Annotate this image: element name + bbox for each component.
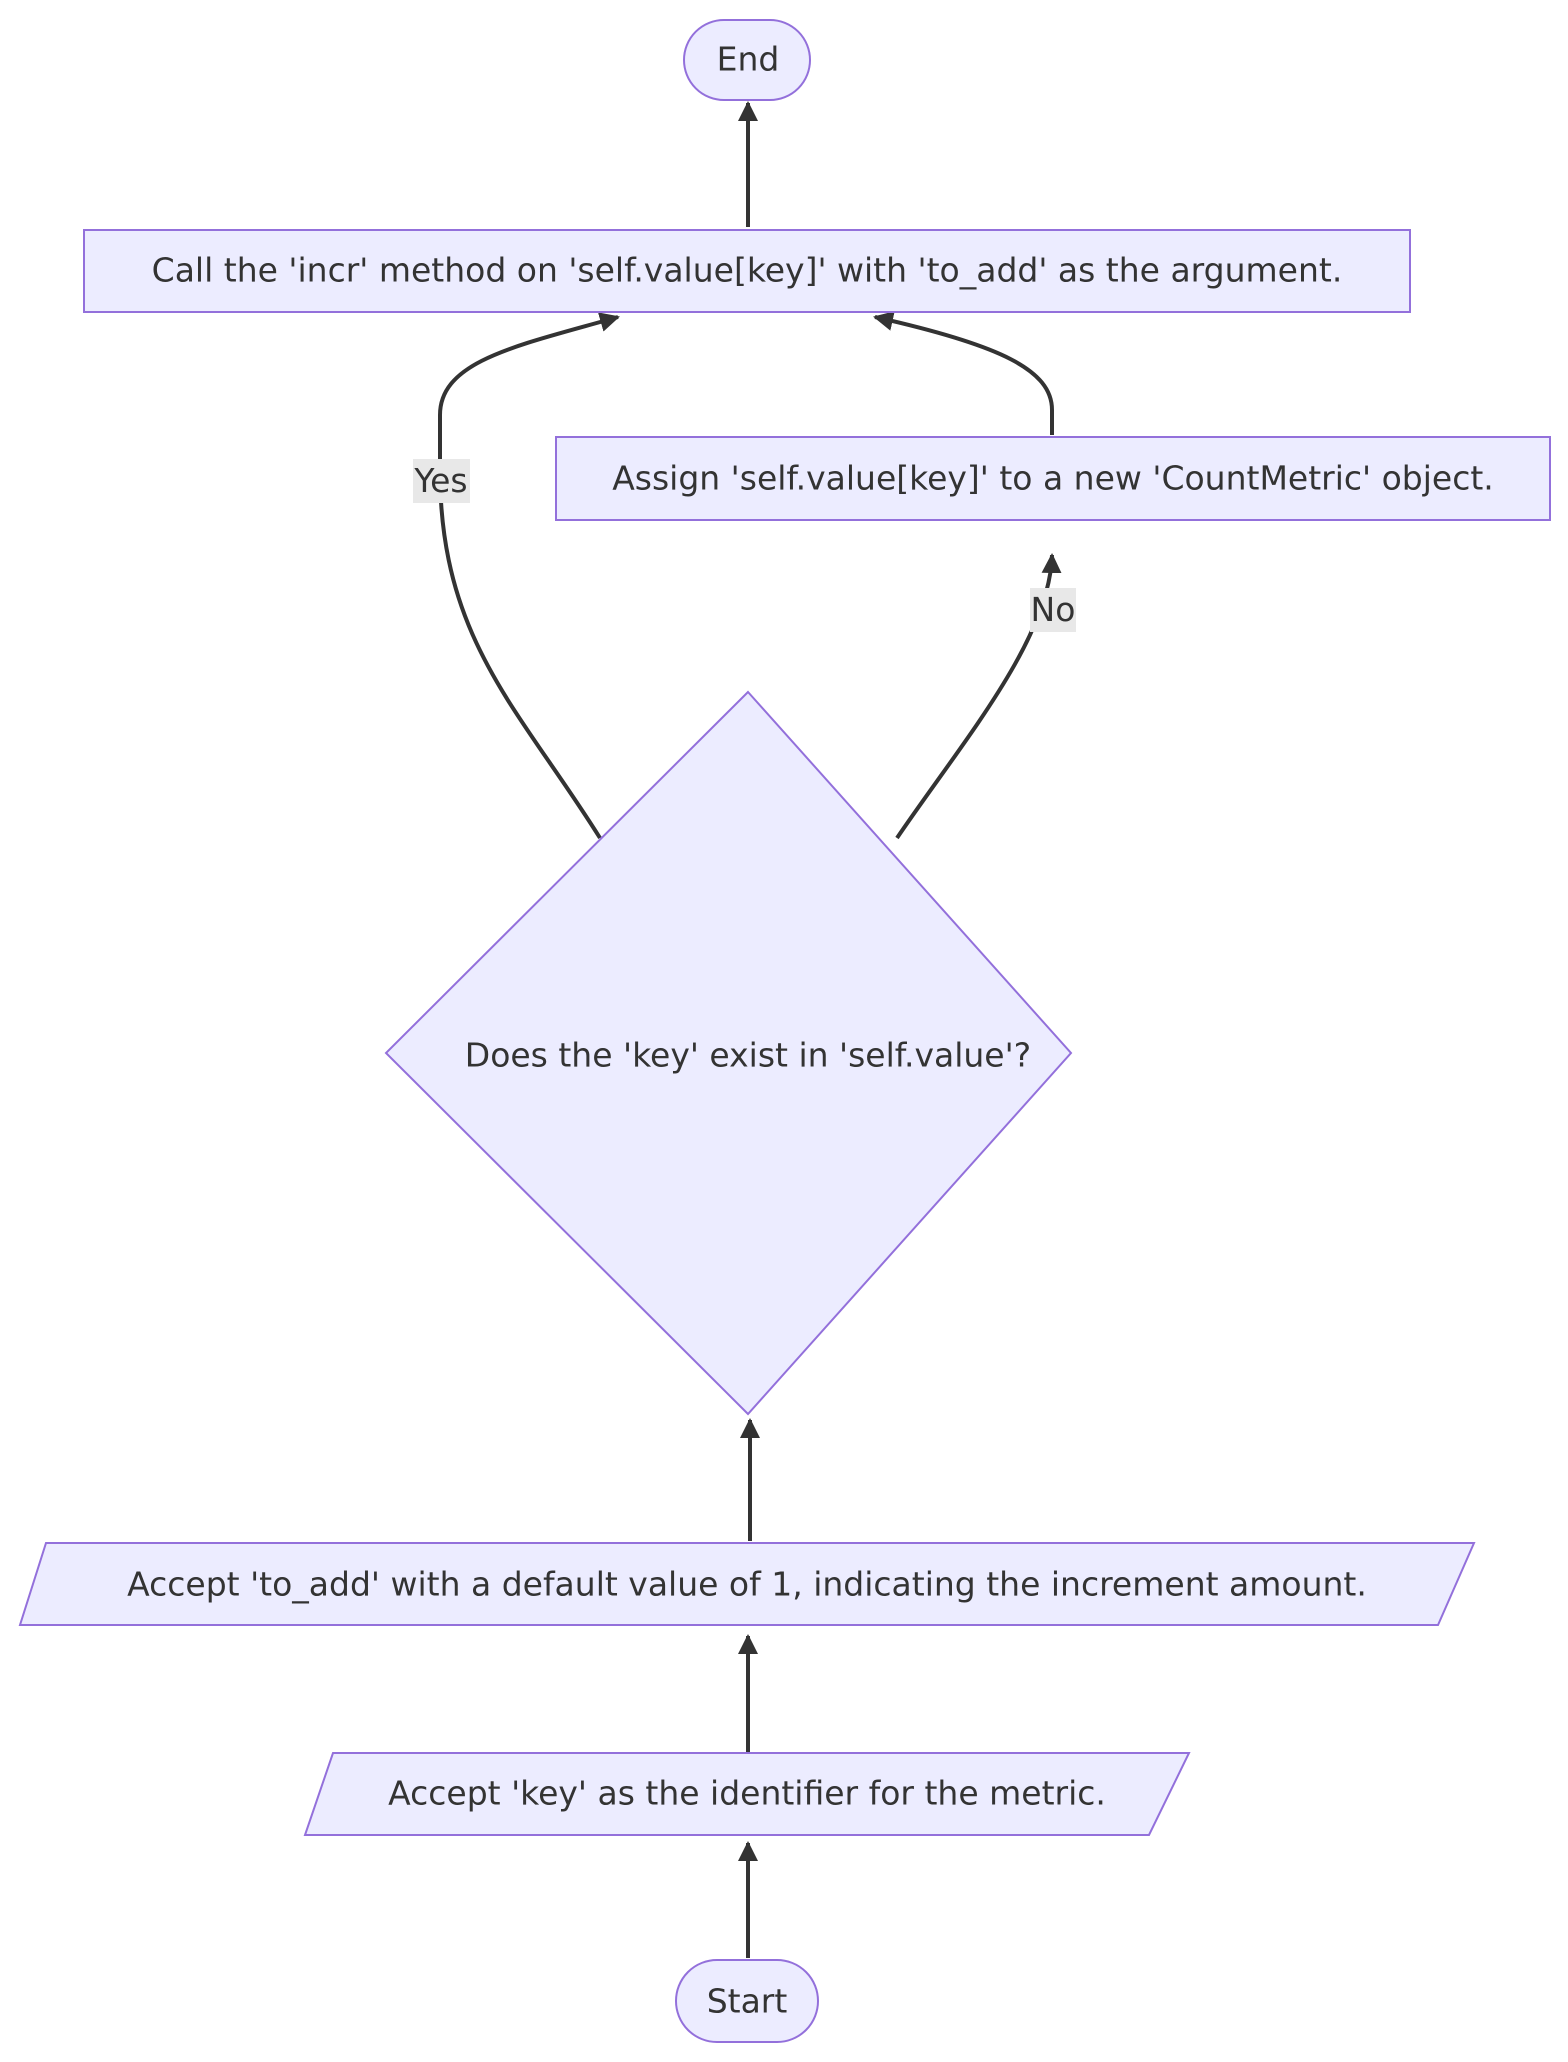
node-start-label: Start (707, 1982, 788, 2021)
node-accept-to-add-label: Accept 'to_add' with a default value of … (127, 1565, 1367, 1604)
edge-label-no-text: No (1031, 590, 1076, 629)
node-decision: Does the 'key' exist in 'self.value'? (384, 690, 1073, 1416)
node-call-incr: Call the 'incr' method on 'self.value[ke… (83, 229, 1411, 313)
node-assign: Assign 'self.value[key]' to a new 'Count… (555, 436, 1551, 521)
node-decision-label: Does the 'key' exist in 'self.value'? (465, 1036, 1031, 1075)
node-accept-to-add: Accept 'to_add' with a default value of … (18, 1542, 1476, 1626)
node-end: End (683, 19, 811, 101)
edge-label-yes-text: Yes (413, 461, 467, 500)
edge-label-no: No (1030, 588, 1076, 632)
node-assign-label: Assign 'self.value[key]' to a new 'Count… (612, 459, 1494, 498)
edge-label-yes: Yes (413, 459, 470, 503)
node-accept-key: Accept 'key' as the identifier for the m… (303, 1752, 1191, 1836)
node-end-label: End (717, 40, 780, 79)
edge-assign-to-call-incr (873, 311, 1054, 435)
node-accept-key-label: Accept 'key' as the identifier for the m… (388, 1774, 1106, 1813)
edge-decision-yes-to-call-incr (438, 312, 620, 840)
edge-decision-no-to-assign (895, 553, 1062, 840)
node-start: Start (675, 1959, 819, 2043)
node-call-incr-label: Call the 'incr' method on 'self.value[ke… (152, 251, 1343, 290)
